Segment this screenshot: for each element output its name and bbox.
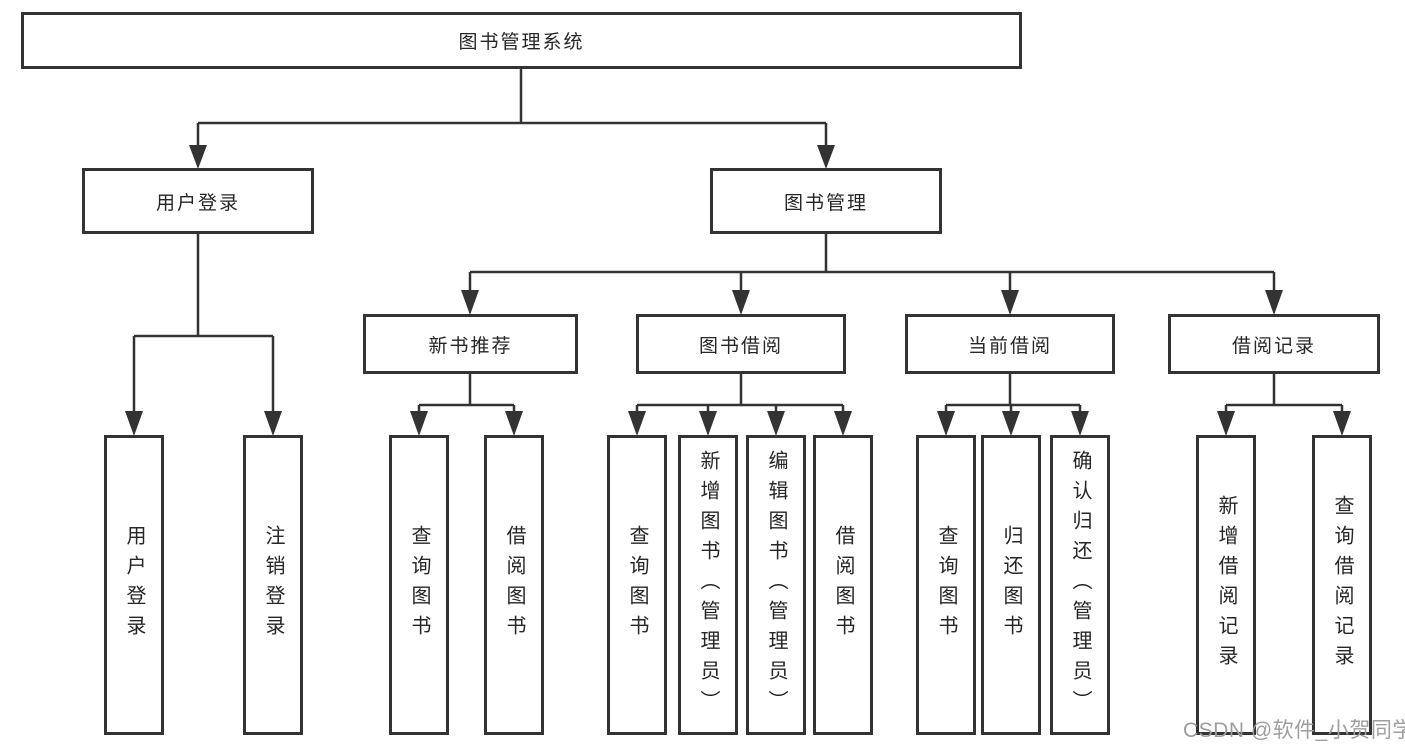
connector-book-borrowing-branch	[628, 374, 852, 436]
node-current-borrowing: 当前借阅	[905, 314, 1115, 374]
node-label: 查询图书	[935, 525, 957, 645]
node-label: 归还图书	[1000, 525, 1022, 645]
node-label: 借阅图书	[832, 525, 854, 645]
leaf-confirm-return-admin: 确认归还（管理员）	[1050, 435, 1110, 735]
leaf-borrow-books-borrowing: 借阅图书	[813, 435, 873, 735]
node-label: 图书借阅	[698, 335, 783, 357]
leaf-add-borrow-record: 新增借阅记录	[1196, 435, 1256, 735]
leaf-query-books-recommend: 查询图书	[389, 435, 449, 735]
node-label: 确认归还（管理员）	[1069, 450, 1091, 720]
node-new-book-recommendation: 新书推荐	[363, 314, 578, 374]
leaf-add-books-admin: 新增图书（管理员）	[678, 435, 738, 735]
node-label: 图书管理	[783, 192, 868, 214]
watermark: CSDN @软件_小贺同学	[1183, 719, 1405, 742]
node-label: 注销登录	[262, 525, 284, 645]
node-label: 借阅记录	[1231, 335, 1316, 357]
connector-user-login-branch	[125, 234, 282, 436]
node-book-management: 图书管理	[710, 168, 942, 234]
node-label: 查询借阅记录	[1331, 495, 1353, 675]
node-user-login: 用户登录	[82, 168, 314, 234]
node-book-borrowing: 图书借阅	[636, 314, 846, 374]
connector-new-book-branch	[410, 374, 523, 436]
node-label: 当前借阅	[967, 335, 1052, 357]
node-label: 新增借阅记录	[1215, 495, 1237, 675]
node-label: 查询图书	[408, 525, 430, 645]
node-label: 图书管理系统	[458, 32, 585, 53]
node-label: 编辑图书（管理员）	[765, 450, 787, 720]
leaf-query-borrow-record: 查询借阅记录	[1312, 435, 1372, 735]
leaf-logout-login: 注销登录	[243, 435, 303, 735]
node-label: 借阅图书	[503, 525, 525, 645]
leaf-edit-books-admin: 编辑图书（管理员）	[746, 435, 806, 735]
connector-root-branch	[189, 69, 835, 169]
leaf-query-books-borrowing: 查询图书	[607, 435, 667, 735]
node-label: 用户登录	[123, 525, 145, 645]
node-label: 新书推荐	[428, 335, 513, 357]
node-label: 用户登录	[155, 192, 240, 214]
leaf-return-books: 归还图书	[981, 435, 1041, 735]
node-library-management-system: 图书管理系统	[21, 12, 1022, 69]
leaf-user-login: 用户登录	[104, 435, 164, 735]
node-label: 查询图书	[626, 525, 648, 645]
connector-book-management-branch	[461, 234, 1283, 315]
node-borrowing-records: 借阅记录	[1168, 314, 1380, 374]
leaf-borrow-books-recommend: 借阅图书	[484, 435, 544, 735]
connector-borrowing-records-branch	[1217, 374, 1351, 436]
leaf-query-books-current: 查询图书	[916, 435, 976, 735]
connector-current-borrowing-branch	[937, 374, 1089, 436]
node-label: 新增图书（管理员）	[697, 450, 719, 720]
